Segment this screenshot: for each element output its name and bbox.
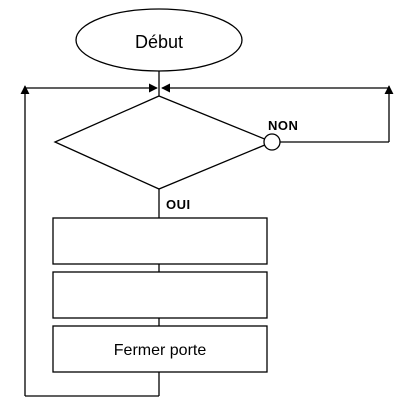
no-branch-node	[263, 133, 281, 151]
process-box-3	[52, 325, 268, 373]
start-label: Début	[135, 32, 183, 52]
process-box-2	[52, 271, 268, 319]
process-box-3-label: Fermer porte	[114, 342, 207, 359]
decision-diamond	[53, 95, 274, 190]
yes-branch-label: OUI	[166, 197, 191, 212]
process-box-1	[52, 217, 268, 265]
no-branch-label: NON	[268, 118, 298, 133]
